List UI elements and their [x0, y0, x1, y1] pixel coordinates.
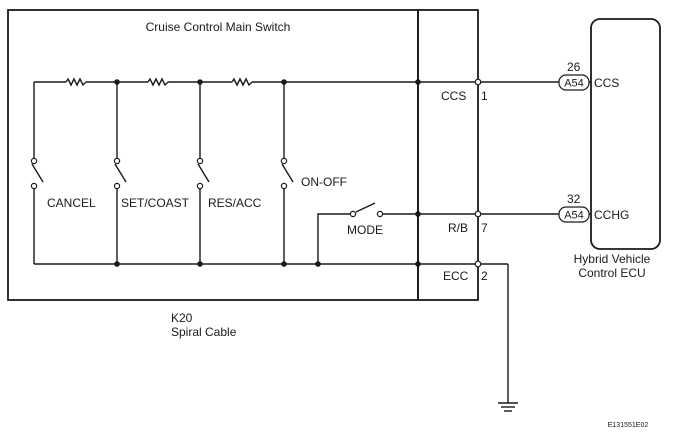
ground-icon — [498, 402, 518, 412]
spiral-terminals — [474, 78, 482, 268]
switch-cancel — [30, 82, 44, 264]
switch-label-cancel: CANCEL — [47, 196, 96, 210]
terminal-pin-1: 1 — [481, 89, 488, 103]
ecu-name-line1: Hybrid Vehicle — [574, 252, 651, 266]
spiral-cable-name: Spiral Cable — [171, 325, 237, 339]
ecu-pin-32: 32 — [567, 192, 581, 206]
ecu-pin-26: 26 — [567, 60, 581, 74]
terminal-pin-2: 2 — [481, 269, 488, 283]
terminal-name-ecc: ECC — [443, 269, 469, 283]
ecu-pin-label-cchg: CCHG — [594, 208, 629, 222]
spiral-cable-code: K20 — [171, 311, 193, 325]
switch-label-on-off: ON-OFF — [301, 175, 347, 189]
switch-on-off — [280, 82, 294, 264]
switch-label-mode: MODE — [347, 223, 383, 237]
figure-code: E131551E02 — [608, 422, 649, 429]
junction-dots — [114, 79, 421, 267]
ecu-connector-ccs: A54 26 CCS — [558, 60, 619, 91]
switch-label-res-acc: RES/ACC — [208, 196, 262, 210]
ecu-pin-label-ccs: CCS — [594, 76, 619, 90]
top-bus-wire — [34, 77, 591, 87]
main-switch-title: Cruise Control Main Switch — [146, 20, 291, 34]
main-switch-box — [7, 9, 419, 301]
switch-label-set-coast: SET/COAST — [121, 196, 190, 210]
connector-label: A54 — [564, 78, 584, 90]
terminal-name-rb: R/B — [448, 221, 468, 235]
terminal-name-ccs: CCS — [441, 89, 466, 103]
switch-res-acc — [196, 82, 210, 264]
spiral-cable-box — [417, 9, 479, 301]
connector-label: A54 — [564, 210, 584, 222]
switch-set-coast — [113, 82, 127, 264]
ecu-box — [590, 18, 661, 250]
ecu-name-line2: Control ECU — [578, 266, 645, 280]
ecu-connector-cchg: A54 32 CCHG — [558, 192, 629, 223]
terminal-pin-7: 7 — [481, 221, 488, 235]
